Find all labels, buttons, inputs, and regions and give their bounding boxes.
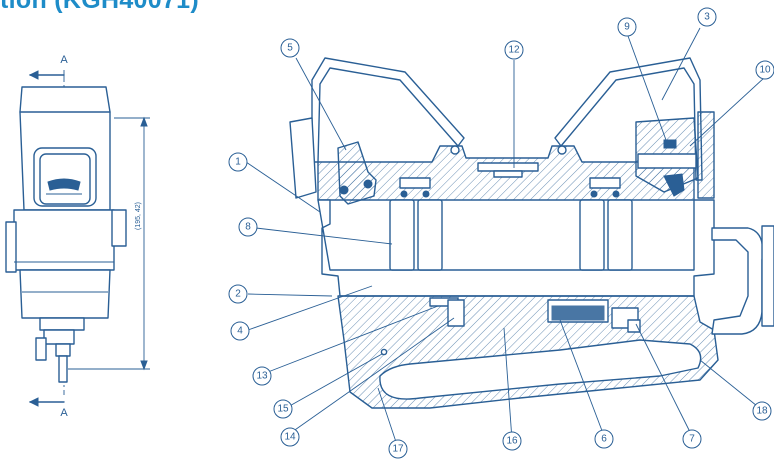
svg-text:13: 13 [256, 371, 268, 382]
svg-text:5: 5 [287, 43, 293, 54]
page-title: tion (KGH40071) [0, 0, 199, 14]
svg-text:9: 9 [624, 22, 630, 33]
callout-8: 8 [238, 217, 258, 237]
leader-lines [245, 27, 765, 449]
svg-text:14: 14 [284, 432, 296, 443]
section-mark-bottom: A [60, 407, 68, 419]
callout-4: 4 [230, 321, 250, 341]
callout-14: 14 [280, 427, 300, 447]
svg-text:12: 12 [508, 45, 520, 56]
callout-7: 7 [682, 429, 702, 449]
svg-text:3: 3 [704, 12, 710, 23]
callout-13: 13 [252, 366, 272, 386]
svg-text:17: 17 [392, 444, 404, 455]
callout-16: 16 [502, 431, 522, 451]
callout-15: 15 [273, 399, 293, 419]
svg-text:1: 1 [235, 157, 241, 168]
svg-text:4: 4 [237, 326, 243, 337]
callout-12: 12 [504, 40, 524, 60]
svg-text:16: 16 [506, 436, 518, 447]
main-section [289, 57, 774, 409]
arrow-top-icon [28, 70, 39, 80]
callout-5: 5 [280, 38, 300, 58]
arrow-bottom-icon [28, 397, 39, 407]
callout-10: 10 [755, 60, 774, 80]
svg-text:6: 6 [601, 434, 607, 445]
svg-text:15: 15 [277, 404, 289, 415]
side-view: A A (195, 42) [5, 54, 150, 419]
callout-9: 9 [617, 17, 637, 37]
callout-2: 2 [228, 284, 248, 304]
svg-text:8: 8 [245, 222, 251, 233]
callout-1: 1 [228, 152, 248, 172]
dimension-label: (195, 42) [135, 202, 142, 230]
callout-3: 3 [697, 7, 717, 27]
callout-6: 6 [594, 429, 614, 449]
callout-18: 18 [752, 401, 772, 421]
svg-text:7: 7 [689, 434, 695, 445]
svg-text:2: 2 [235, 289, 241, 300]
callout-17: 17 [388, 439, 408, 459]
section-mark-top: A [60, 54, 68, 66]
svg-text:10: 10 [759, 65, 771, 76]
svg-text:18: 18 [756, 406, 768, 417]
